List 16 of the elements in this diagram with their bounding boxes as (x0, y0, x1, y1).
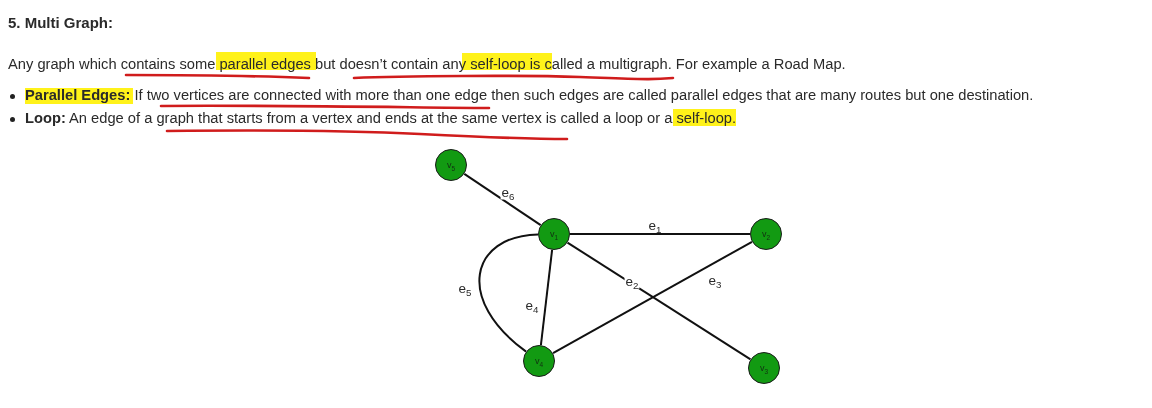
list-item-text: Loop: An edge of a graph that starts from a vertex and ends at the same vertex is called a loop or a self-loop. (25, 106, 737, 127)
vertex-circle (748, 352, 780, 384)
vertex-circle (750, 218, 782, 250)
vertex-circle (538, 218, 570, 250)
vertex-circle (523, 345, 555, 377)
edge-line (539, 248, 554, 347)
edge-line (478, 233, 539, 353)
vertex-label: v$_{5}$ (446, 160, 456, 170)
heading: 5. Multi Graph: (8, 14, 113, 31)
edge-line (463, 172, 542, 227)
vertex-label: v$_{2}$ (761, 229, 771, 239)
vertex-label: v$_{3}$ (759, 363, 769, 373)
edge-line (569, 233, 751, 235)
vertex-circle (435, 149, 467, 181)
vertex-label: v$_{1}$ (549, 229, 559, 239)
vertex-label: v$_{4}$ (534, 356, 544, 366)
